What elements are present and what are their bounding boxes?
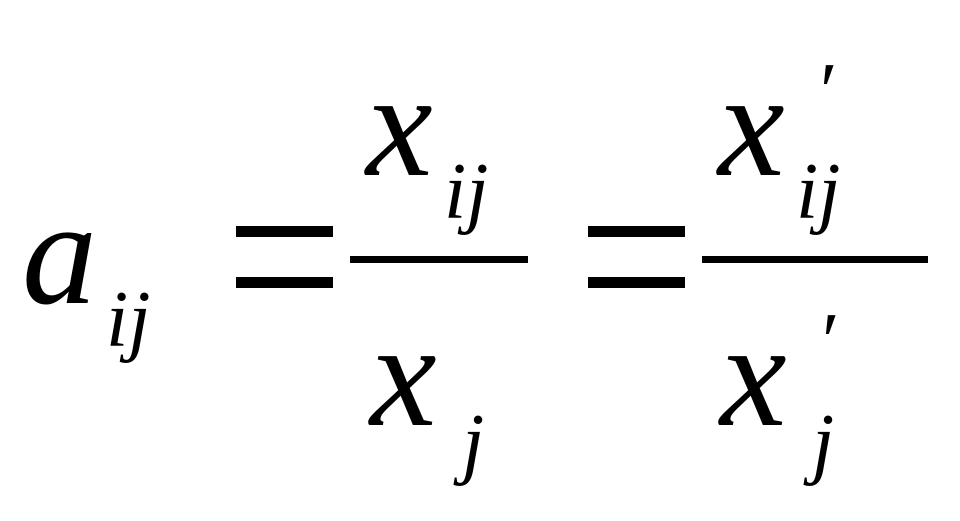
frac1-numerator-subscript: ij — [444, 148, 489, 236]
lhs-subscript: ij — [106, 276, 151, 364]
frac2-denominator-prime: ′ — [822, 298, 840, 386]
frac2-denominator-base: x — [720, 292, 787, 458]
frac1-line — [350, 256, 528, 263]
frac2-denominator-subscript: j — [812, 399, 835, 487]
frac1-denominator-base: x — [370, 292, 437, 458]
frac1-denominator-subscript: j — [462, 399, 485, 487]
equals-bar-top — [588, 226, 685, 237]
equals-bar-bottom — [588, 277, 685, 288]
frac2-numerator-subscript: ij — [796, 148, 841, 236]
frac2-numerator-prime: ′ — [820, 48, 838, 136]
equals-bar-top — [236, 226, 333, 237]
equals-sign-1 — [236, 226, 333, 288]
frac2-line — [702, 256, 928, 263]
equals-bar-bottom — [236, 277, 333, 288]
frac2-numerator-base: x — [718, 42, 785, 208]
frac1-numerator-base: x — [366, 42, 433, 208]
lhs-base: a — [22, 170, 97, 336]
equals-sign-2 — [588, 226, 685, 288]
